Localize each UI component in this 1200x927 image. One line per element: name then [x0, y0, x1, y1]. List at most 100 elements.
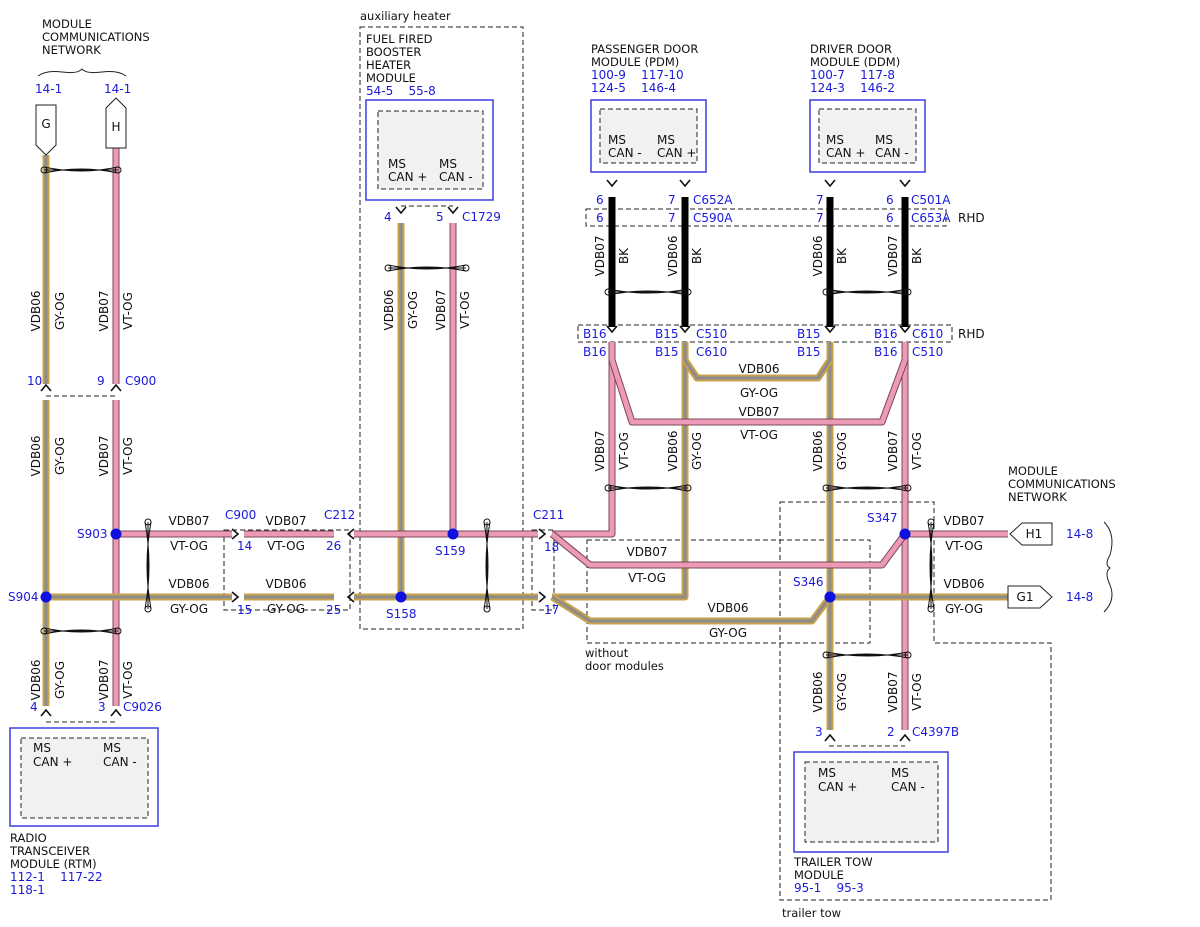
c900-top-pin-left: 10 — [27, 374, 42, 388]
pdm-refs-1: 100-9 117-10 — [591, 68, 684, 82]
pin-h-shape — [105, 97, 127, 149]
vlabel-bk-pdm-1: BK — [617, 247, 631, 264]
vlabel-vtog-ddm-low: VT-OG — [910, 432, 924, 470]
ddm-refs-1: 100-7 117-8 — [810, 68, 895, 82]
trailer-group-label: trailer tow — [782, 906, 841, 920]
s346-label: S346 — [793, 575, 824, 589]
twist-pdm-lower-cross — [607, 484, 689, 492]
twist-vertical-aux-end-top — [483, 518, 491, 526]
twist-radio — [40, 627, 122, 635]
radio-connector: C9026 — [123, 700, 162, 714]
ddm-rhd-connector: C653A — [911, 211, 951, 225]
vlabel-vdb06-mid: VDB06 — [29, 436, 43, 477]
rhd-lower-label: RHD — [958, 327, 985, 341]
aux-pin1-line2: CAN + — [388, 170, 427, 184]
b15-upper-left: B15 — [655, 327, 679, 341]
aux-pin2-line2: CAN - — [439, 170, 473, 184]
s903-label: S903 — [77, 527, 108, 541]
vlabel-vdb07-pdm: VDB07 — [593, 236, 607, 277]
rhd-upper-label: RHD — [958, 211, 985, 225]
arrow-c211-17 — [538, 591, 547, 603]
c610-lower: C610 — [696, 345, 727, 359]
trailer-connector: C4397B — [912, 725, 959, 739]
ddm-rhd-pin1: 7 — [816, 211, 824, 225]
arrow-c4397b-2 — [899, 733, 911, 742]
h-vdb07-a: VDB07 — [169, 514, 210, 528]
pdm-rhd-pin1: 6 — [596, 211, 604, 225]
right-connectors: H1 G1 — [1007, 521, 1113, 613]
splice-s159 — [447, 528, 459, 540]
door-wire-vdb06-label: VDB06 — [739, 362, 780, 376]
c510-upper: C510 — [696, 327, 727, 341]
aux-group-label: auxiliary heater — [360, 9, 451, 23]
pin-g-shape — [35, 104, 57, 156]
h-gyog-c: GY-OG — [709, 626, 747, 640]
s904-label: S904 — [8, 590, 39, 604]
twist-vertical-left-end-bottom — [144, 605, 152, 613]
vlabel-vdb07-pdm-low: VDB07 — [593, 431, 607, 472]
labels: MODULE COMMUNICATIONS NETWORK 14-1 14-1 … — [8, 9, 1116, 920]
twist-pdm-lower-end-right — [684, 484, 692, 492]
vlabel-vdb06-ddm-low: VDB06 — [811, 431, 825, 472]
radio-pin1-line2: CAN + — [33, 755, 72, 769]
splice-s346 — [824, 591, 836, 603]
twist-ddm-lower-cross — [825, 484, 909, 492]
twist-trailer-end-left — [822, 651, 830, 659]
aux-name-3: HEATER — [366, 58, 411, 72]
twist-aux — [384, 264, 470, 272]
pdm-pin1: 6 — [596, 193, 604, 207]
trailer-pin2-line2: CAN - — [891, 780, 925, 794]
vlabel-gyog-ddm-low: GY-OG — [835, 432, 849, 470]
splice-dots — [40, 528, 911, 603]
wire-vdb07-pdm-down — [552, 342, 616, 538]
without-door-modules-box — [586, 539, 871, 644]
vlabel-vdb06-pdm: VDB06 — [666, 236, 680, 277]
without-door-1: without — [585, 646, 629, 660]
twist-top-left-end-left — [40, 166, 48, 174]
ddm-pin2-line2: CAN - — [875, 146, 909, 160]
twist-top-left — [40, 166, 122, 174]
c900-mid-name: C900 — [225, 508, 256, 522]
h-vdb06-b: VDB06 — [266, 577, 307, 591]
twist-aux-end-right — [462, 264, 470, 272]
c510-lower: C510 — [912, 345, 943, 359]
twist-vertical-aux-cross — [483, 521, 491, 610]
wire-vdb07-door-cross — [608, 358, 909, 426]
twist-trailer-cross — [825, 651, 909, 659]
wire-h-vtog-bypass — [549, 530, 1008, 569]
arrow-c900-14 — [231, 528, 240, 540]
trailer-refs: 95-1 95-3 — [794, 881, 864, 895]
twisted-pair-symbols — [40, 166, 935, 659]
vlabel-vdb06-trailer: VDB06 — [811, 672, 825, 713]
h-vtog-d: VT-OG — [945, 539, 983, 553]
arrow-c900-top-9 — [110, 383, 122, 392]
vlabel-vdb07-trailer: VDB07 — [886, 672, 900, 713]
vlabel-gyog-top: GY-OG — [53, 292, 67, 330]
pin-g-label: G — [41, 117, 50, 131]
c610-upper: C610 — [912, 327, 943, 341]
aux-refs: 54-5 55-8 — [366, 84, 436, 98]
trailer-pin1: 3 — [815, 725, 823, 739]
aux-heater-group-box — [359, 26, 524, 630]
vlabel-vdb06-aux: VDB06 — [382, 290, 396, 331]
splice-s347 — [899, 528, 911, 540]
ddm-pin1: 7 — [816, 193, 824, 207]
rhd-lower-box — [577, 324, 953, 343]
vlabel-vtog-pdm-low: VT-OG — [617, 432, 631, 470]
trailer-name-2: MODULE — [794, 868, 844, 882]
twist-pdm-end-left — [604, 288, 612, 296]
b15-upper-right: B15 — [797, 327, 821, 341]
twist-vertical-right-end-top — [927, 518, 935, 526]
radio-refs-2: 118-1 — [10, 883, 45, 897]
twist-radio-end-right — [114, 627, 122, 635]
h-gyog-a: GY-OG — [170, 602, 208, 616]
c900-mid-pin-bottom: 15 — [237, 603, 252, 617]
aux-pin1-line1: MS — [388, 157, 406, 171]
aux-name-4: MODULE — [366, 71, 416, 85]
twist-top-left-end-right — [114, 166, 122, 174]
pin-h1-shape — [1009, 522, 1053, 546]
pdm-pin2: 7 — [668, 193, 676, 207]
rhd-upper-box — [585, 208, 947, 227]
